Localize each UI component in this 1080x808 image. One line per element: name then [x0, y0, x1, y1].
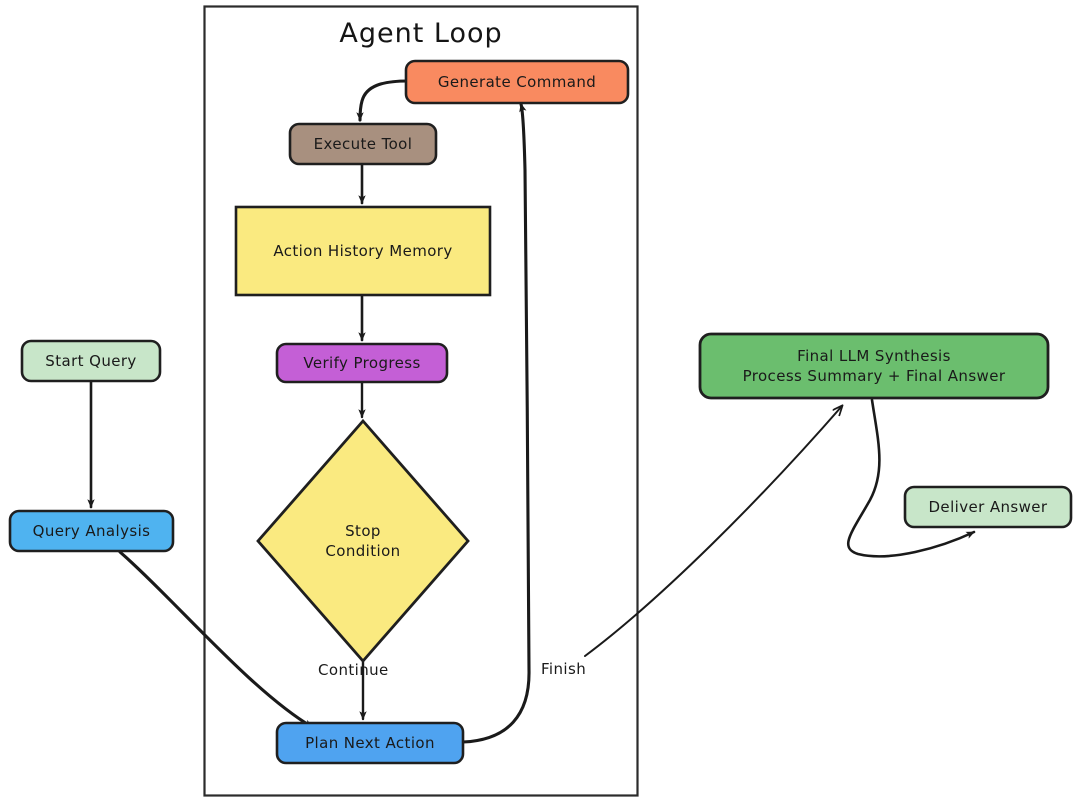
node-stop-condition[interactable]	[256, 418, 470, 664]
edge-plan-next-action-to-generate-command	[461, 102, 531, 744]
node-generate-command[interactable]	[404, 59, 630, 105]
node-execute-tool[interactable]	[288, 122, 438, 166]
edge-stop-condition-to-final-llm-synthesis	[584, 406, 842, 657]
node-action-history-memory[interactable]	[234, 205, 492, 297]
node-deliver-answer[interactable]	[903, 485, 1073, 529]
node-final-llm-synthesis[interactable]	[698, 332, 1050, 400]
edge-final-llm-synthesis-to-deliver-answer	[846, 398, 976, 558]
edge-generate-command-to-execute-tool	[356, 79, 410, 122]
node-query-analysis[interactable]	[8, 509, 175, 553]
node-plan-next-action[interactable]	[275, 721, 465, 765]
node-verify-progress[interactable]	[275, 342, 449, 384]
edge-query-analysis-to-plan-next-action	[118, 550, 314, 729]
node-start-query[interactable]	[20, 339, 162, 383]
